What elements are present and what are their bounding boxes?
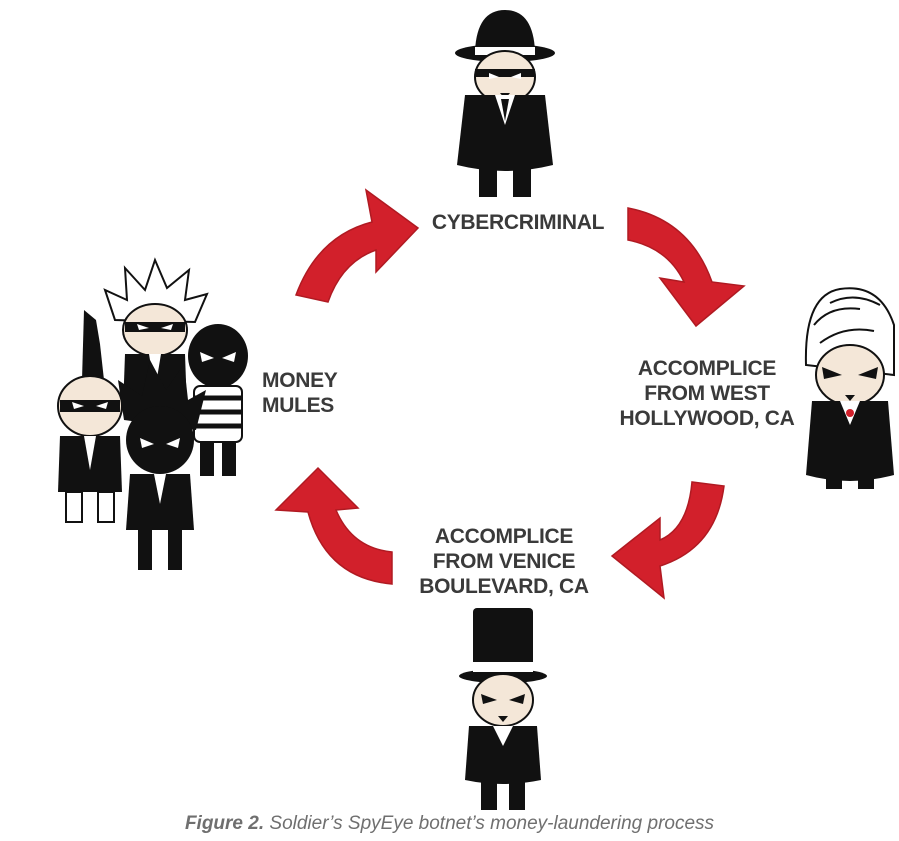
arrow-cybercriminal-to-west bbox=[627, 207, 746, 328]
accomplice-west-figure bbox=[804, 287, 895, 489]
figure-caption-text: Soldier’s SpyEye botnet’s money-launderi… bbox=[264, 813, 715, 834]
figure-caption: Figure 2. Soldier’s SpyEye botnet’s mone… bbox=[0, 812, 899, 836]
arrow-west-to-venice bbox=[610, 481, 725, 600]
accomplice-venice-label: ACCOMPLICE FROM VENICE BOULEVARD, CA bbox=[419, 525, 589, 598]
accomplice-west-label: ACCOMPLICE FROM WEST HOLLYWOOD, CA bbox=[619, 357, 795, 430]
money-mules-figures bbox=[57, 257, 248, 570]
arrow-mules-to-cybercriminal bbox=[294, 188, 420, 303]
cycle-arrows bbox=[274, 188, 746, 600]
cybercriminal-label: CYBERCRIMINAL bbox=[431, 211, 605, 234]
accomplice-venice-figure bbox=[459, 608, 547, 810]
money-mules-label: MONEY MULES bbox=[262, 369, 338, 417]
arrow-venice-to-mules bbox=[274, 466, 393, 585]
figure-number: Figure 2. bbox=[184, 813, 265, 834]
cybercriminal-figure bbox=[455, 10, 555, 197]
